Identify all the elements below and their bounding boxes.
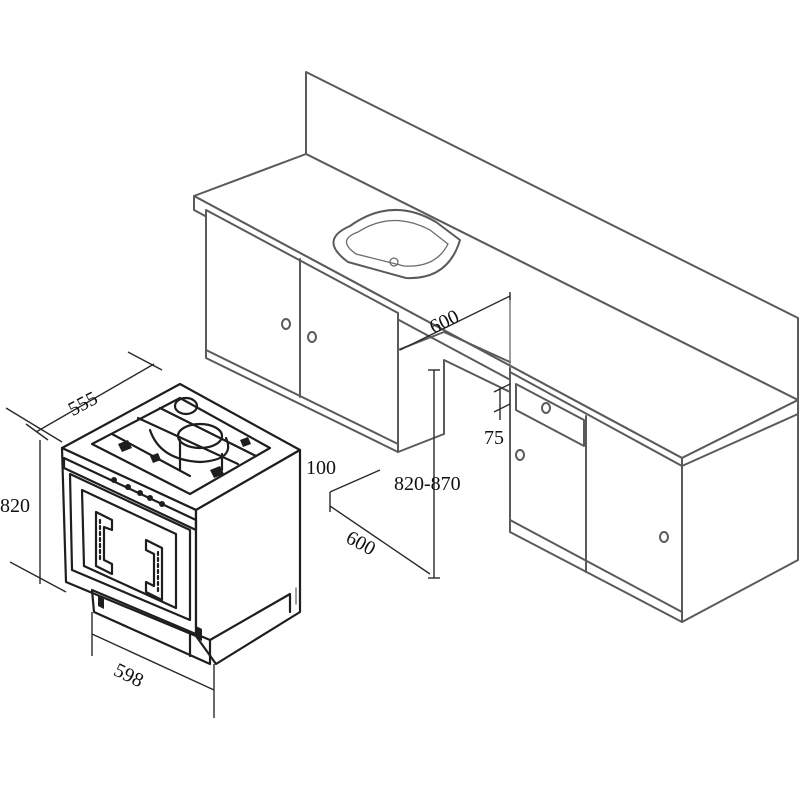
drawer xyxy=(515,383,585,447)
dim-plinth-height: 100 xyxy=(306,457,336,479)
dim-niche-depth: 600 xyxy=(342,527,379,561)
dim-niche-height: 820-870 xyxy=(394,473,461,495)
niche-dimension-lines xyxy=(329,292,511,579)
dim-appliance-width: 598 xyxy=(110,659,147,692)
cabinet-knob-icon xyxy=(281,318,317,343)
dim-appliance-depth: 555 xyxy=(65,387,102,421)
dishwasher-base xyxy=(90,587,297,666)
dim-top-gap: 75 xyxy=(484,427,504,449)
indicator-icon xyxy=(111,477,117,483)
door-frame xyxy=(68,472,192,622)
dishwasher xyxy=(60,382,302,666)
dishwasher-dimension-lines xyxy=(5,351,215,718)
dim-appliance-height: 820 xyxy=(0,495,30,517)
cabinet-knob-icon xyxy=(515,402,669,543)
control-panel xyxy=(62,456,198,532)
dishwasher-side xyxy=(194,448,302,666)
kitchen-cabinet-run xyxy=(193,71,799,623)
dishwasher-rack xyxy=(90,396,272,496)
sink xyxy=(332,209,461,280)
